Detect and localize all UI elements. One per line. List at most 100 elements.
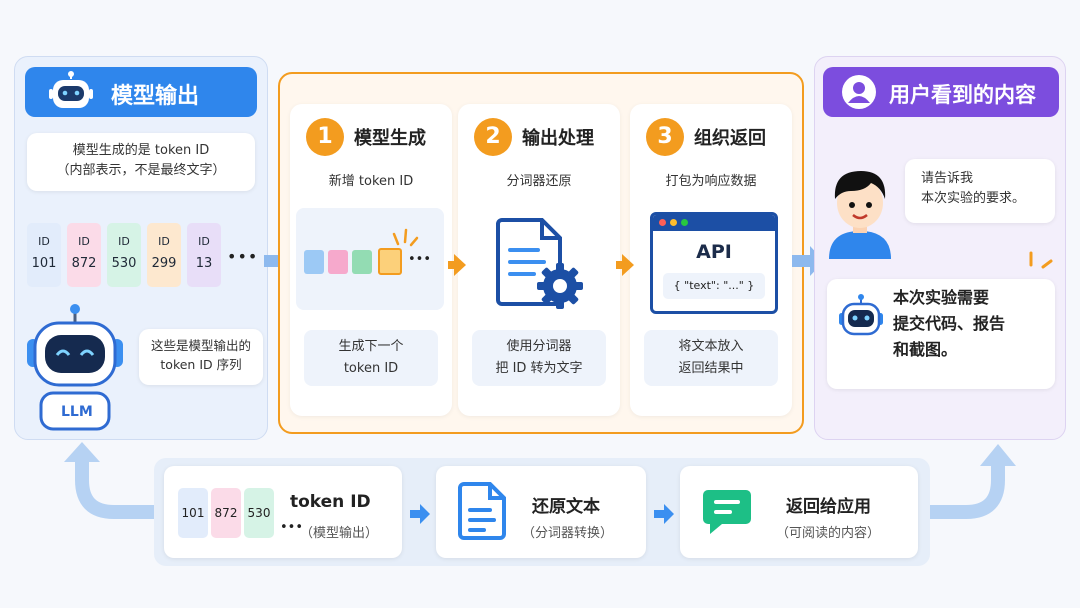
token-id-label: ID [38, 235, 50, 248]
api-response-body: { "text": "..." } [663, 273, 765, 299]
token-id-chip: ID 299 [147, 223, 181, 287]
token-id-chip: ID 101 [27, 223, 61, 287]
step-output-processing: 2 输出处理 分词器还原 [458, 104, 620, 416]
token-id-label: ID [118, 235, 130, 248]
summary-token-chip: 101 [178, 488, 208, 538]
user-view-header: 用户看到的内容 [823, 67, 1059, 117]
token-id-value: 299 [151, 256, 177, 271]
token-id-chip: ID 872 [67, 223, 101, 287]
step-subtitle: 打包为响应数据 [665, 174, 757, 189]
summary-token-chip: 872 [211, 488, 241, 538]
model-output-header: 模型输出 [25, 67, 257, 117]
llm-robot-illustration [27, 304, 123, 431]
step-note: 生成下一个 token ID [304, 330, 438, 386]
user-avatar-icon [842, 75, 876, 109]
user-view-title: 用户看到的内容 [889, 83, 1036, 107]
token-ellipsis: ••• [280, 520, 304, 535]
token-block [352, 250, 372, 274]
api-window: API { "text": "..." } [650, 212, 778, 314]
step-arrow-icon [616, 254, 634, 276]
token-id-value: 530 [111, 256, 137, 271]
window-dot-icon [659, 219, 666, 226]
step-number-badge: 2 [474, 118, 512, 156]
step-title: 组织返回 [694, 128, 766, 149]
step-model-generate: 1 模型生成 新增 token ID ••• 生成下一个 token ID [290, 104, 452, 416]
summary-restore-text-card: 还原文本 （分词器转换） [436, 466, 646, 558]
summary-arrow-icon [654, 504, 674, 524]
bot-reply-line-2: 提交代码、报告 [893, 314, 1006, 333]
token-id-value: 101 [31, 256, 57, 271]
token-id-label: ID [198, 235, 210, 248]
token-id-value: 872 [71, 256, 97, 271]
model-output-panel: 模型输出 模型生成的是 token ID （内部表示，不是最终文字） ID 101… [14, 56, 268, 440]
robot-icon [839, 294, 883, 336]
summary-token-chip: 530 [244, 488, 274, 538]
summary-token-subtitle: （模型输出） [300, 526, 379, 541]
model-output-title: 模型输出 [111, 84, 200, 109]
window-dot-icon [670, 219, 677, 226]
step-note: 使用分词器 把 ID 转为文字 [472, 330, 606, 386]
new-token-block [378, 248, 402, 275]
step-note-line-2: 把 ID 转为文字 [495, 361, 583, 376]
step-note-line-2: token ID [343, 361, 399, 376]
step-note-line-1: 生成下一个 [338, 339, 404, 354]
summary-return-app-card: 返回给应用 （可阅读的内容） [680, 466, 918, 558]
summary-token-title: token ID [290, 492, 371, 512]
step-subtitle: 分词器还原 [506, 174, 572, 189]
token-ellipsis: ••• [227, 247, 259, 266]
bubble-line-2: （内部表示，不是最终文字） [56, 163, 226, 179]
summary-arrow-icon [410, 504, 430, 524]
robot-icon [49, 71, 93, 108]
step-organize-return: 3 组织返回 打包为响应数据 API { "text": "..." } 将文本… [630, 104, 792, 416]
chat-message-icon [703, 490, 751, 534]
bot-reply-line-3: 和截图。 [893, 340, 958, 359]
summary-restore-subtitle: （分词器转换） [522, 526, 614, 541]
api-window-titlebar [653, 215, 775, 231]
user-view-panel: 用户看到的内容 请告诉我 本次实验的要求。 [814, 56, 1066, 440]
step-note-line-2: 返回结果中 [678, 361, 744, 376]
token-id-label: ID [78, 235, 90, 248]
bot-reply-text: 本次实验需要 提交代码、报告 和截图。 [893, 285, 1049, 363]
summary-return-title: 返回给应用 [786, 497, 871, 517]
bot-reply-line-1: 本次实验需要 [893, 288, 990, 307]
document-gear-icon [496, 218, 583, 309]
robot-bubble-line-2: token ID 序列 [160, 357, 242, 373]
step-note: 将文本放入 返回结果中 [644, 330, 778, 386]
user-avatar-illustration [829, 171, 891, 259]
bot-reply-card: 本次实验需要 提交代码、报告 和截图。 [827, 279, 1055, 389]
robot-bubble-line-1: 这些是模型输出的 [150, 338, 251, 353]
window-dot-icon [681, 219, 688, 226]
step-title: 输出处理 [522, 128, 594, 149]
token-id-chip: ID 530 [107, 223, 141, 287]
new-token-illustration: ••• [296, 208, 444, 310]
bubble-line-1: 模型生成的是 token ID [72, 143, 210, 158]
sparkle-icon [392, 228, 419, 247]
summary-return-subtitle: （可阅读的内容） [776, 526, 881, 541]
user-question-line-2: 本次实验的要求。 [921, 191, 1026, 207]
token-block [328, 250, 348, 274]
user-question-line-1: 请告诉我 [921, 171, 974, 186]
robot-speech-bubble: 这些是模型输出的 token ID 序列 [139, 329, 263, 385]
token-block [304, 250, 324, 274]
token-id-label: ID [158, 235, 170, 248]
step-number-badge: 3 [646, 118, 684, 156]
token-ellipsis: ••• [408, 252, 432, 267]
api-title: API [696, 241, 732, 263]
step-subtitle: 新增 token ID [328, 174, 414, 189]
step-note-line-1: 使用分词器 [506, 339, 572, 354]
token-id-chip: ID 13 [187, 223, 221, 287]
token-id-value: 13 [195, 256, 213, 271]
token-id-explainer-bubble: 模型生成的是 token ID （内部表示，不是最终文字） [27, 133, 255, 191]
document-icon [458, 482, 506, 540]
user-question-bubble: 请告诉我 本次实验的要求。 [905, 159, 1055, 223]
step-number-badge: 1 [306, 118, 344, 156]
llm-label: LLM [61, 404, 93, 420]
sparkle-icon [1029, 251, 1053, 269]
step-note-line-1: 将文本放入 [678, 339, 744, 354]
step-title: 模型生成 [354, 128, 426, 149]
summary-restore-title: 还原文本 [532, 497, 600, 517]
step-arrow-icon [448, 254, 466, 276]
